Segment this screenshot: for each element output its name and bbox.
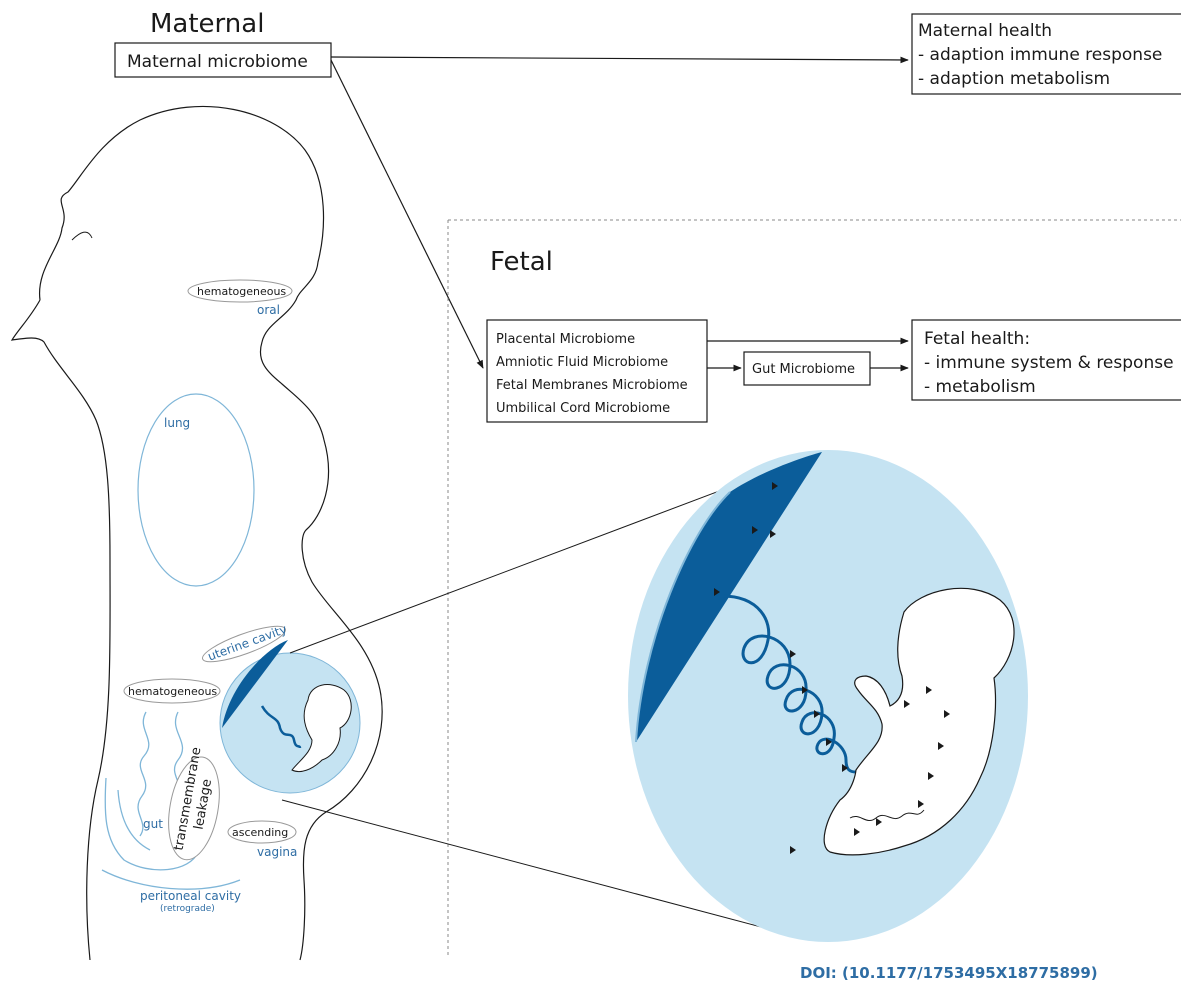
gut-microbiome-box: Gut Microbiome xyxy=(744,352,870,385)
lung-label: lung xyxy=(164,416,190,430)
gut-microbiome-label: Gut Microbiome xyxy=(752,362,855,377)
fetal-microbiome-placental: Placental Microbiome xyxy=(496,332,635,347)
fetal-health-box: Fetal health: - immune system & response… xyxy=(912,320,1181,400)
hair-detail xyxy=(72,232,92,240)
vagina-label: vagina xyxy=(257,845,297,859)
peritoneal-line xyxy=(102,870,240,889)
maternal-health-item-1: - adaption immune response xyxy=(918,45,1162,65)
fetal-health-item-2: - metabolism xyxy=(924,377,1036,397)
transmembrane-tag: transmembrane leakage xyxy=(161,745,228,864)
hematogeneous-mid-label: hematogeneous xyxy=(128,685,217,698)
arrow-to-fetal-microbiomes xyxy=(331,60,483,368)
maternal-microbiome-box: Maternal microbiome xyxy=(115,43,331,77)
fetal-heading: Fetal xyxy=(490,247,553,277)
doi-citation: DOI: (10.1177/1753495X18775899) xyxy=(800,964,1098,982)
maternal-health-box: Maternal health - adaption immune respon… xyxy=(912,14,1181,94)
fetal-health-title: Fetal health: xyxy=(924,329,1030,349)
maternal-health-item-2: - adaption metabolism xyxy=(918,69,1110,89)
maternal-microbiome-label: Maternal microbiome xyxy=(127,52,308,72)
ascending-label: ascending xyxy=(232,826,288,839)
oral-label: oral xyxy=(257,303,280,317)
retrograde-label: (retrograde) xyxy=(160,904,215,914)
fetal-microbiome-amniotic: Amniotic Fluid Microbiome xyxy=(496,355,668,370)
lung-shape xyxy=(138,394,254,586)
fetal-health-item-1: - immune system & response xyxy=(924,353,1174,373)
arrow-to-maternal-health xyxy=(331,57,908,60)
fetal-microbiome-membranes: Fetal Membranes Microbiome xyxy=(496,378,688,393)
hematogeneous-top-label: hematogeneous xyxy=(197,285,286,298)
maternal-heading: Maternal xyxy=(150,9,264,39)
gut-label: gut xyxy=(143,817,163,831)
fetal-microbiome-umbilical: Umbilical Cord Microbiome xyxy=(496,401,670,416)
maternal-health-title: Maternal health xyxy=(918,21,1052,41)
fetal-microbiomes-box: Placental Microbiome Amniotic Fluid Micr… xyxy=(487,320,707,422)
peritoneal-label: peritoneal cavity xyxy=(140,889,241,903)
